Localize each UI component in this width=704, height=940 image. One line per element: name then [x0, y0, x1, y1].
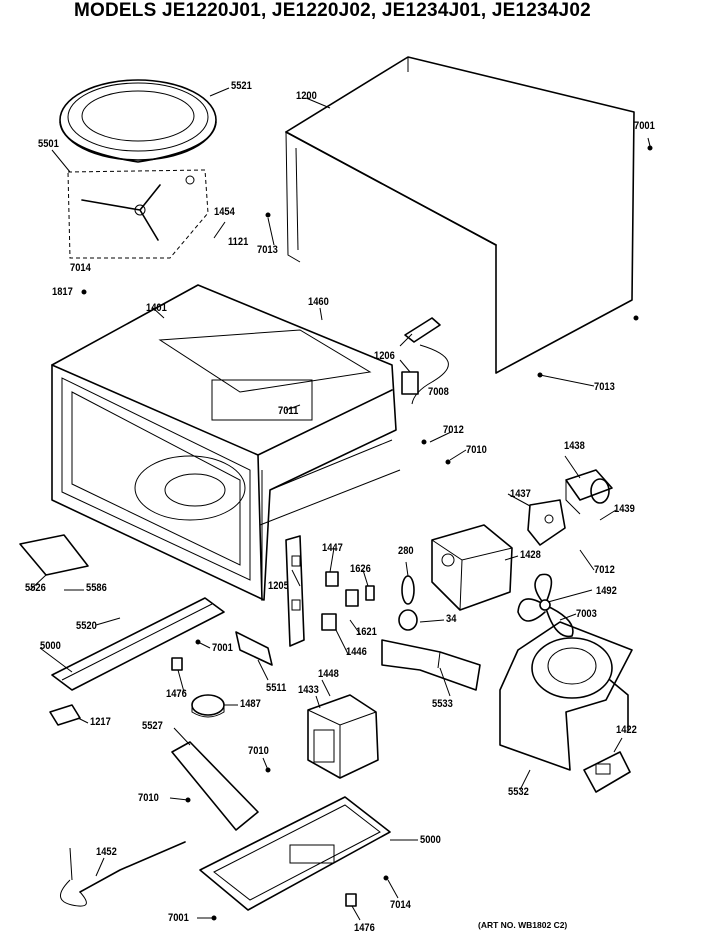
callout-1206: 1206 — [374, 350, 395, 362]
door-switch-assembly — [285, 535, 305, 647]
callout-1205: 1205 — [268, 580, 289, 592]
fuse-holder — [398, 575, 418, 631]
air-guide — [171, 741, 259, 831]
callout-5000-upper: 5000 — [40, 640, 61, 652]
callout-1422: 1422 — [616, 724, 637, 736]
fan-housing — [499, 621, 633, 771]
callout-7013-upper: 7013 — [257, 244, 278, 256]
relay — [321, 571, 375, 631]
fan-blade — [517, 573, 574, 638]
callout-7014-upper: 7014 — [70, 262, 91, 274]
callout-1401: 1401 — [146, 302, 167, 314]
leader-lines — [29, 87, 651, 921]
base-plate — [199, 796, 391, 911]
turntable-motor — [191, 694, 225, 718]
temperature-probe — [60, 841, 186, 907]
callout-1454: 1454 — [214, 206, 235, 218]
callout-5000-lower: 5000 — [420, 834, 441, 846]
callout-1200: 1200 — [296, 90, 317, 102]
callout-280: 280 — [398, 545, 414, 557]
callout-1487: 1487 — [240, 698, 261, 710]
magnetron — [431, 524, 513, 611]
callout-7011: 7011 — [278, 405, 299, 417]
callout-7010-upper: 7010 — [466, 444, 487, 456]
callout-1492: 1492 — [596, 585, 617, 597]
power-cord — [401, 317, 449, 405]
callout-7008: 7008 — [428, 386, 449, 398]
callout-7010-mid: 7010 — [248, 745, 269, 757]
callout-1121: 1121 — [228, 236, 249, 248]
callout-5511: 5511 — [266, 682, 287, 694]
callout-5520: 5520 — [76, 620, 97, 632]
art-number: (ART NO. WB1802 C2) — [478, 920, 568, 930]
thermostat — [583, 751, 631, 793]
capacitor — [565, 469, 613, 515]
callout-5501: 5501 — [38, 138, 59, 150]
callout-7001-mid: 7001 — [212, 642, 233, 654]
callout-5532: 5532 — [508, 786, 529, 798]
screws — [81, 145, 653, 921]
callout-5533: 5533 — [432, 698, 453, 710]
callout-1460: 1460 — [308, 296, 329, 308]
callout-1476-lower: 1476 — [354, 922, 375, 934]
callout-1452: 1452 — [96, 846, 117, 858]
callout-1428: 1428 — [520, 549, 541, 561]
callout-7013-lower: 7013 — [594, 381, 615, 393]
callout-1437: 1437 — [510, 488, 531, 500]
callout-7001-top: 7001 — [634, 120, 655, 132]
callout-1447: 1447 — [322, 542, 343, 554]
callout-7014-lower: 7014 — [390, 899, 411, 911]
callout-7010-lower: 7010 — [138, 792, 159, 804]
callout-5527: 5527 — [142, 720, 163, 732]
callout-1433: 1433 — [298, 684, 319, 696]
transformer — [307, 694, 379, 779]
foot — [171, 657, 357, 907]
callout-5521: 5521 — [231, 80, 252, 92]
cavity-chassis — [51, 284, 401, 601]
roller-support — [67, 169, 209, 259]
callout-1448: 1448 — [318, 668, 339, 680]
front-rail — [51, 597, 225, 691]
callout-5526: 5526 — [25, 582, 46, 594]
turntable-tray — [59, 79, 217, 163]
callout-1817: 1817 — [52, 286, 73, 298]
callout-1476-upper: 1476 — [166, 688, 187, 700]
callout-1626: 1626 — [350, 563, 371, 575]
callout-5586: 5586 — [86, 582, 107, 594]
door-hinge — [235, 631, 273, 666]
callout-1621: 1621 — [356, 626, 377, 638]
callout-1217: 1217 — [90, 716, 111, 728]
callout-1438: 1438 — [564, 440, 585, 452]
callout-7003: 7003 — [576, 608, 597, 620]
outer-case — [285, 56, 635, 374]
capacitor-bracket — [527, 499, 566, 546]
waveguide-cover — [19, 534, 89, 576]
air-duct — [381, 639, 481, 691]
page-title: MODELS JE1220J01, JE1220J02, JE1234J01, … — [74, 0, 591, 21]
callout-34: 34 — [446, 613, 457, 625]
callout-1446: 1446 — [346, 646, 367, 658]
callout-1439: 1439 — [614, 503, 635, 515]
callout-7012-upper: 7012 — [443, 424, 464, 436]
callout-7001-bottom: 7001 — [168, 912, 189, 924]
callout-7012-lower: 7012 — [594, 564, 615, 576]
bracket — [49, 704, 81, 726]
